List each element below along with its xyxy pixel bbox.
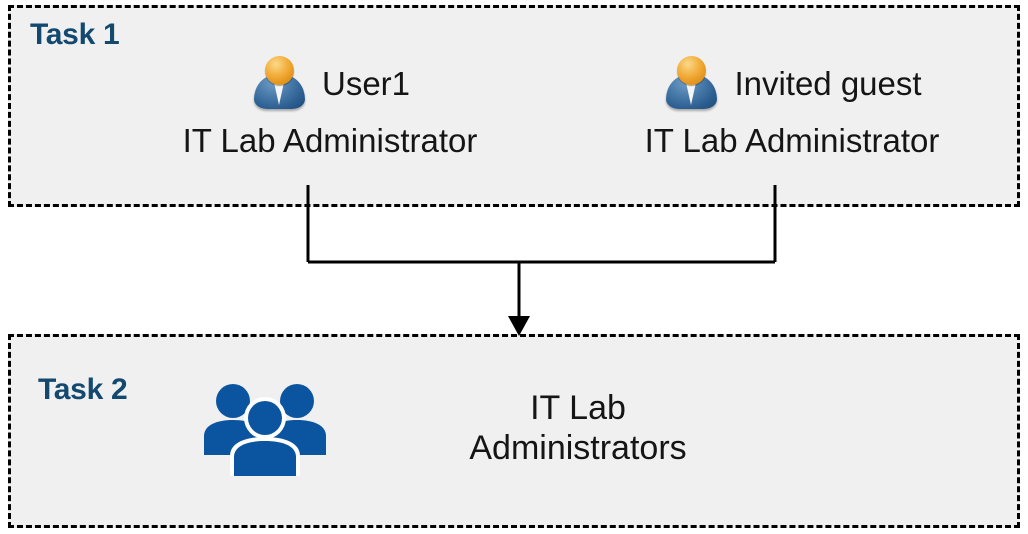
user-2-header: Invited guest <box>582 52 1002 114</box>
avatar-head <box>264 56 294 85</box>
group-label-line-1: IT Lab <box>530 388 626 427</box>
task-1-user-2: Invited guest IT Lab Administrator <box>582 52 1002 157</box>
user-1-name: User1 <box>321 64 411 102</box>
arrow-down-icon <box>508 316 530 336</box>
user-1-role: IT Lab Administrator <box>182 122 478 159</box>
user-avatar-icon <box>662 54 720 112</box>
task-1-label: Task 1 <box>30 18 120 51</box>
user-2-name: Invited guest <box>734 64 922 102</box>
task-1-box <box>8 5 1020 207</box>
user-group-icon <box>204 384 326 476</box>
task-1-user-1: User1 IT Lab Administrator <box>120 52 540 157</box>
task-2-box <box>8 334 1020 528</box>
group-label: IT Lab Administrators <box>330 388 800 468</box>
user-avatar-icon <box>250 54 308 112</box>
user-2-role: IT Lab Administrator <box>644 122 940 159</box>
task-2-label: Task 2 <box>38 373 128 406</box>
user-1-header: User1 <box>120 52 540 114</box>
task-2-group-entry: IT Lab Administrators <box>200 380 800 476</box>
avatar-head <box>677 56 707 85</box>
group-label-line-2: Administrators <box>469 429 687 467</box>
